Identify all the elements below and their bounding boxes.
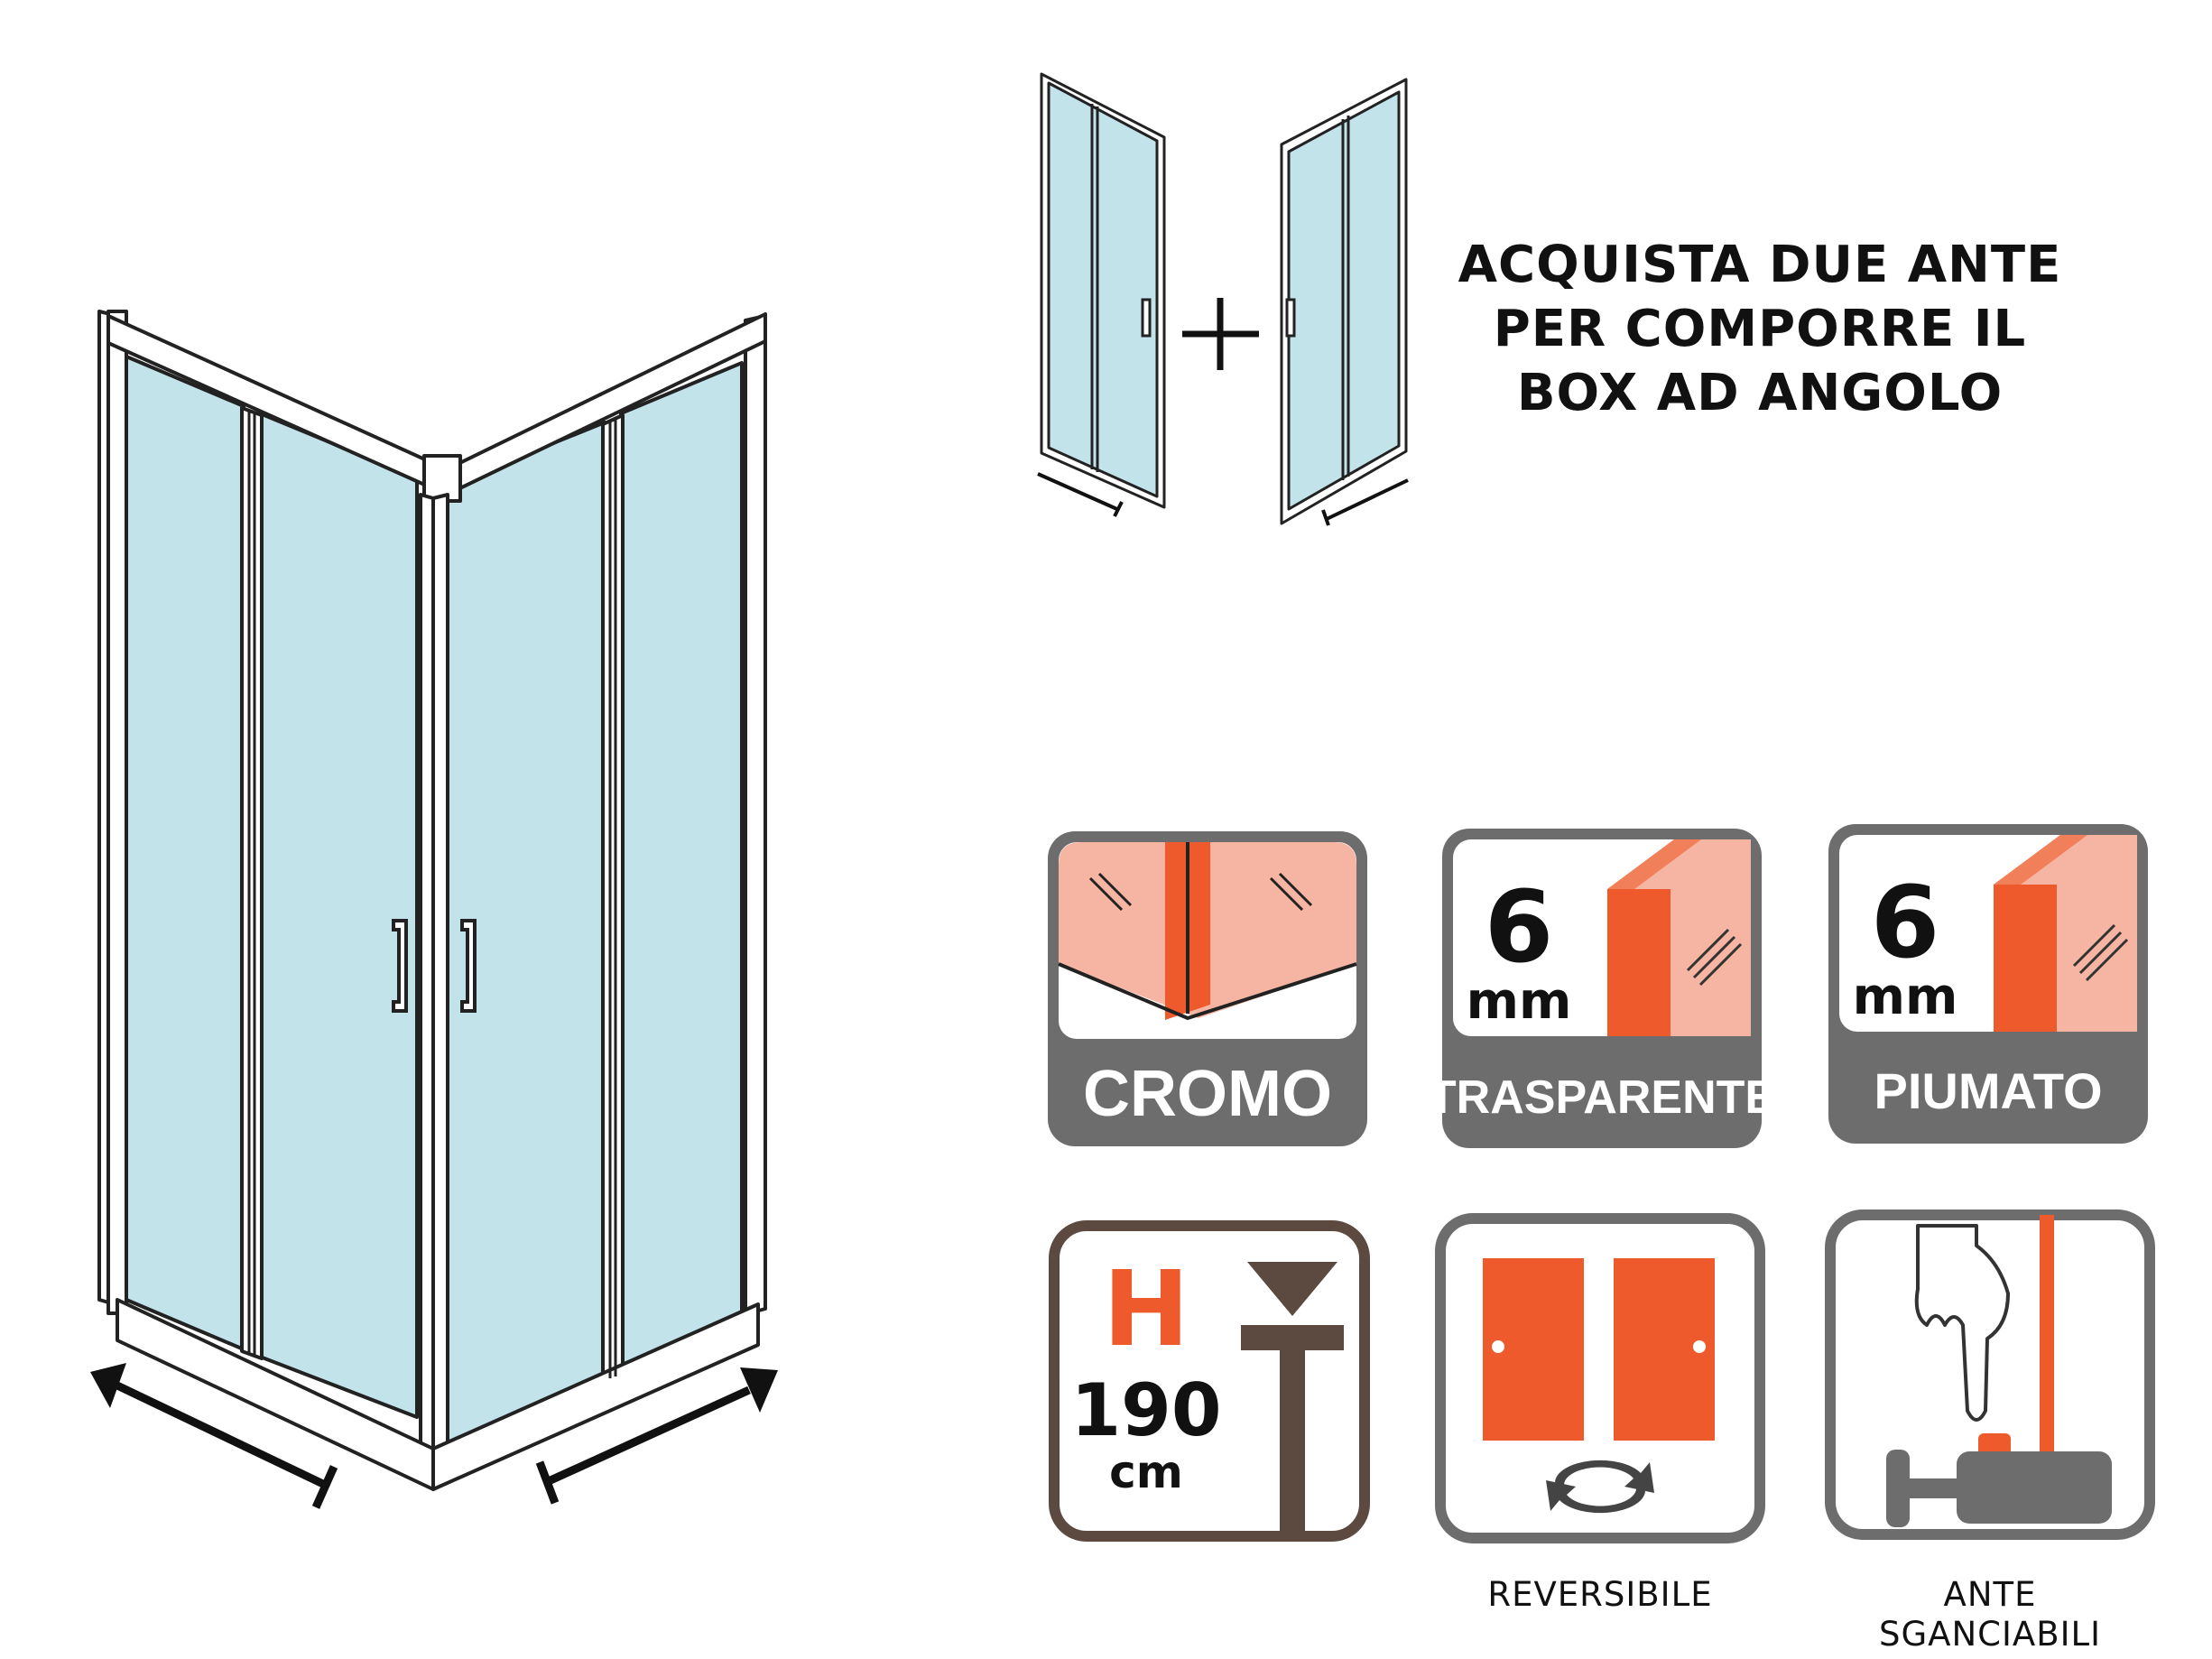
glass-thickness-value: 6 [1871,865,1940,980]
glass-thickness-unit: mm [1467,972,1572,1031]
glass-thickness-value: 6 [1485,869,1554,985]
headline-line-1: ACQUISTA DUE ANTE [1458,236,2062,294]
headline-line-2: PER COMPORRE IL [1493,300,2027,358]
glass-clear-label: TRASPARENTE [1439,1071,1764,1124]
feature-tile-removable-doors [1825,1209,2155,1540]
feature-tile-height: H 190 cm [1049,1220,1370,1542]
height-gauge-icon [1241,1262,1344,1531]
rotate-arrows-icon [1546,1460,1654,1514]
finish-label: CROMO [1083,1058,1332,1130]
removable-caption-line-2: SGANCIABILI [1878,1615,2102,1654]
feature-tile-glass-clear: 6 mm TRASPARENTE [1439,829,1764,1148]
headline-line-3: BOX AD ANGOLO [1516,364,2004,422]
height-value: 190 [1071,1368,1222,1452]
height-unit: cm [1109,1446,1183,1498]
glass-frosted-label: PIUMATO [1874,1062,2102,1119]
two-doors-illustration [1037,72,1409,526]
headline: ACQUISTA DUE ANTE PER COMPORRE IL BOX AD… [1408,233,2112,425]
door-handles [392,919,477,1013]
removable-caption-line-1: ANTE [1943,1575,2037,1614]
hand-pointer-icon [1914,1224,2010,1422]
plus-icon [1182,298,1259,370]
dimension-arrows [90,1363,778,1509]
feature-tile-glass-frosted: 6 mm PIUMATO [1828,824,2148,1144]
feature-tile-chrome: CROMO [1048,831,1367,1146]
glass-thickness-unit: mm [1853,968,1958,1026]
feature-tile-reversible [1435,1213,1765,1543]
height-letter: H [1103,1249,1189,1370]
hinge-icon [1886,1450,2112,1527]
shower-box-illustration [90,310,778,1509]
removable-doors-caption: ANTE SGANCIABILI [1823,1575,2157,1654]
reversible-caption: REVERSIBILE [1487,1575,1713,1614]
